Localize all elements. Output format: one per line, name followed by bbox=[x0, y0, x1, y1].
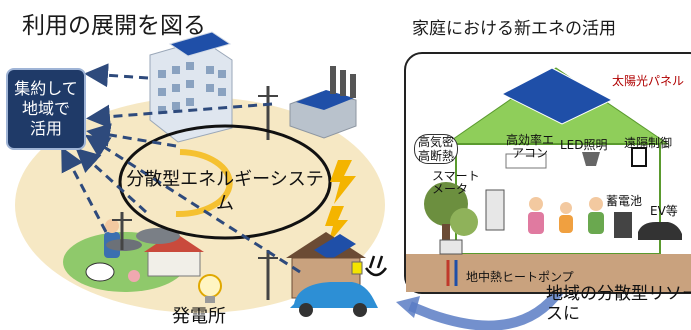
pig-icon bbox=[128, 270, 140, 282]
chimney bbox=[350, 74, 356, 98]
power-plant-label: 発電所 bbox=[172, 306, 226, 327]
battery-icon bbox=[614, 212, 632, 238]
battery-label: 蓄電池 bbox=[606, 194, 643, 208]
home-graphics bbox=[406, 67, 691, 292]
curved-arrow bbox=[408, 286, 565, 330]
house-solar-panel bbox=[314, 234, 356, 260]
home-energy-box: 太陽光パネル 高気密高断熱 高効率エアコン LED照明 遠隔制御 スマートメータ… bbox=[404, 52, 691, 294]
factory-solar-panel bbox=[296, 90, 354, 110]
plug-icon bbox=[364, 255, 388, 277]
tank2-icon bbox=[106, 239, 142, 251]
page-title-right: 家庭における新エネの活用 bbox=[412, 19, 616, 39]
remote-control-label: 遠隔制御 bbox=[624, 136, 673, 150]
family-icon bbox=[529, 197, 543, 211]
smart-meter-label: スマートメータ bbox=[432, 169, 480, 196]
cycle-arrow bbox=[175, 149, 233, 218]
ev-label: EV等 bbox=[650, 204, 678, 218]
office-solar-panel bbox=[168, 31, 232, 57]
lightning-icon bbox=[325, 206, 348, 244]
region-box-line: 集約して bbox=[14, 79, 78, 98]
region-box-line: 活用 bbox=[29, 119, 62, 138]
charger-icon bbox=[351, 261, 363, 275]
solar-panel-label: 太陽光パネル bbox=[612, 74, 685, 88]
ev-icon bbox=[638, 222, 682, 240]
chimney bbox=[330, 66, 336, 94]
cow-icon bbox=[85, 262, 115, 282]
regional-resource-label: 地域の分散型リソースに bbox=[546, 284, 691, 324]
heat-pump-label: 地中熱ヒートポンプ bbox=[466, 270, 574, 284]
farmer-head-icon bbox=[105, 219, 119, 233]
chimney bbox=[340, 70, 346, 96]
region-box-line: 地域で bbox=[21, 99, 70, 118]
ev-car-icon bbox=[290, 282, 378, 308]
distributed-energy-system-label: 分散型エネルギーシステム bbox=[126, 169, 324, 214]
insulation-label: 高気密高断熱 bbox=[414, 134, 458, 164]
ground bbox=[406, 254, 691, 292]
home-solar-panel bbox=[500, 67, 614, 125]
region-utilization-box: 集約して 地域で 活用 bbox=[6, 68, 86, 150]
aircon-icon bbox=[505, 153, 547, 169]
flow-arrows bbox=[61, 63, 301, 274]
farm-roof bbox=[144, 232, 204, 252]
farm-house bbox=[147, 249, 201, 277]
led-light-icon bbox=[582, 152, 600, 166]
aircon-label: 高効率エアコン bbox=[505, 133, 554, 160]
lightning-icon bbox=[330, 160, 356, 204]
lightbulb-icon bbox=[198, 274, 222, 298]
smart-meter-icon bbox=[485, 189, 505, 231]
remote-control-icon bbox=[631, 147, 647, 167]
led-label: LED照明 bbox=[560, 138, 608, 152]
tank-icon bbox=[136, 228, 180, 244]
page-title-left: 利用の展開を図る bbox=[22, 13, 206, 39]
